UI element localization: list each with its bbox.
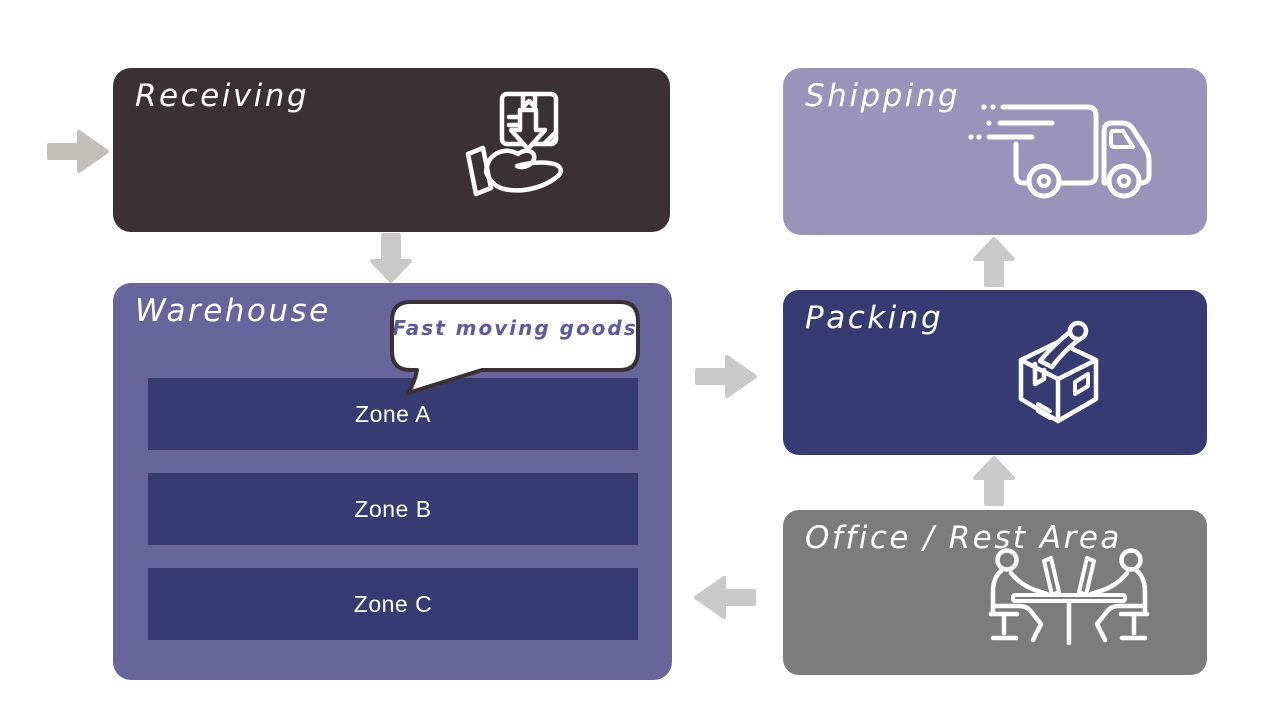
zone-a-row: Zone A bbox=[148, 378, 638, 450]
zone-b-label: Zone B bbox=[354, 495, 432, 522]
zone-c-label: Zone C bbox=[353, 590, 433, 617]
warehouse-title: Warehouse bbox=[135, 293, 331, 329]
arrow-office-to-warehouse bbox=[694, 576, 756, 619]
office-title: Office / Rest Area bbox=[805, 520, 1122, 556]
inbound-arrow-icon bbox=[47, 130, 109, 173]
node-office-rest-area: Office / Rest Area bbox=[783, 510, 1207, 675]
receive-package-icon bbox=[465, 91, 563, 197]
zone-a-label: Zone A bbox=[355, 400, 431, 427]
arrow-office-to-packing bbox=[973, 456, 1015, 506]
node-receiving: Receiving bbox=[113, 68, 670, 232]
office-workers-icon bbox=[983, 543, 1153, 646]
arrow-packing-to-shipping bbox=[973, 237, 1015, 287]
zone-b-row: Zone B bbox=[148, 473, 638, 545]
shipping-title: Shipping bbox=[805, 78, 961, 114]
node-shipping: Shipping bbox=[783, 68, 1207, 235]
packing-title: Packing bbox=[805, 300, 944, 336]
node-packing: Packing bbox=[783, 290, 1207, 455]
fast-moving-goods-callout: Fast moving goods bbox=[388, 299, 642, 399]
packing-box-icon bbox=[1018, 320, 1099, 424]
speech-bubble-icon bbox=[390, 300, 640, 395]
zone-c-row: Zone C bbox=[148, 568, 638, 640]
callout-text: Fast moving goods bbox=[392, 316, 638, 340]
arrow-warehouse-to-packing bbox=[695, 355, 757, 398]
receiving-title: Receiving bbox=[135, 78, 310, 114]
arrow-receiving-to-warehouse bbox=[370, 233, 412, 283]
delivery-truck-icon bbox=[968, 104, 1152, 199]
